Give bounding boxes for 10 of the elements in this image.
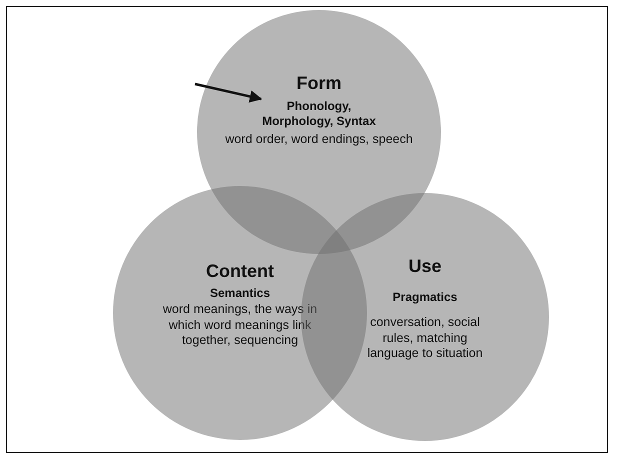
circle-heading: Content (205, 260, 275, 282)
subheading: Semantics (208, 286, 272, 301)
circle-heading: Use (407, 255, 443, 278)
arrow (194, 82, 262, 103)
circle-heading: Form (296, 72, 342, 94)
description-text: word order, word endings, speech (224, 132, 414, 148)
description-text: word meanings, the ways in which word meanings link together, sequencing (162, 302, 318, 349)
description-text: conversation, social rules, matching language to situation (366, 315, 484, 362)
subheading: Pragmatics (392, 290, 458, 305)
subheading: Phonology, Morphology, Syntax (261, 99, 377, 129)
